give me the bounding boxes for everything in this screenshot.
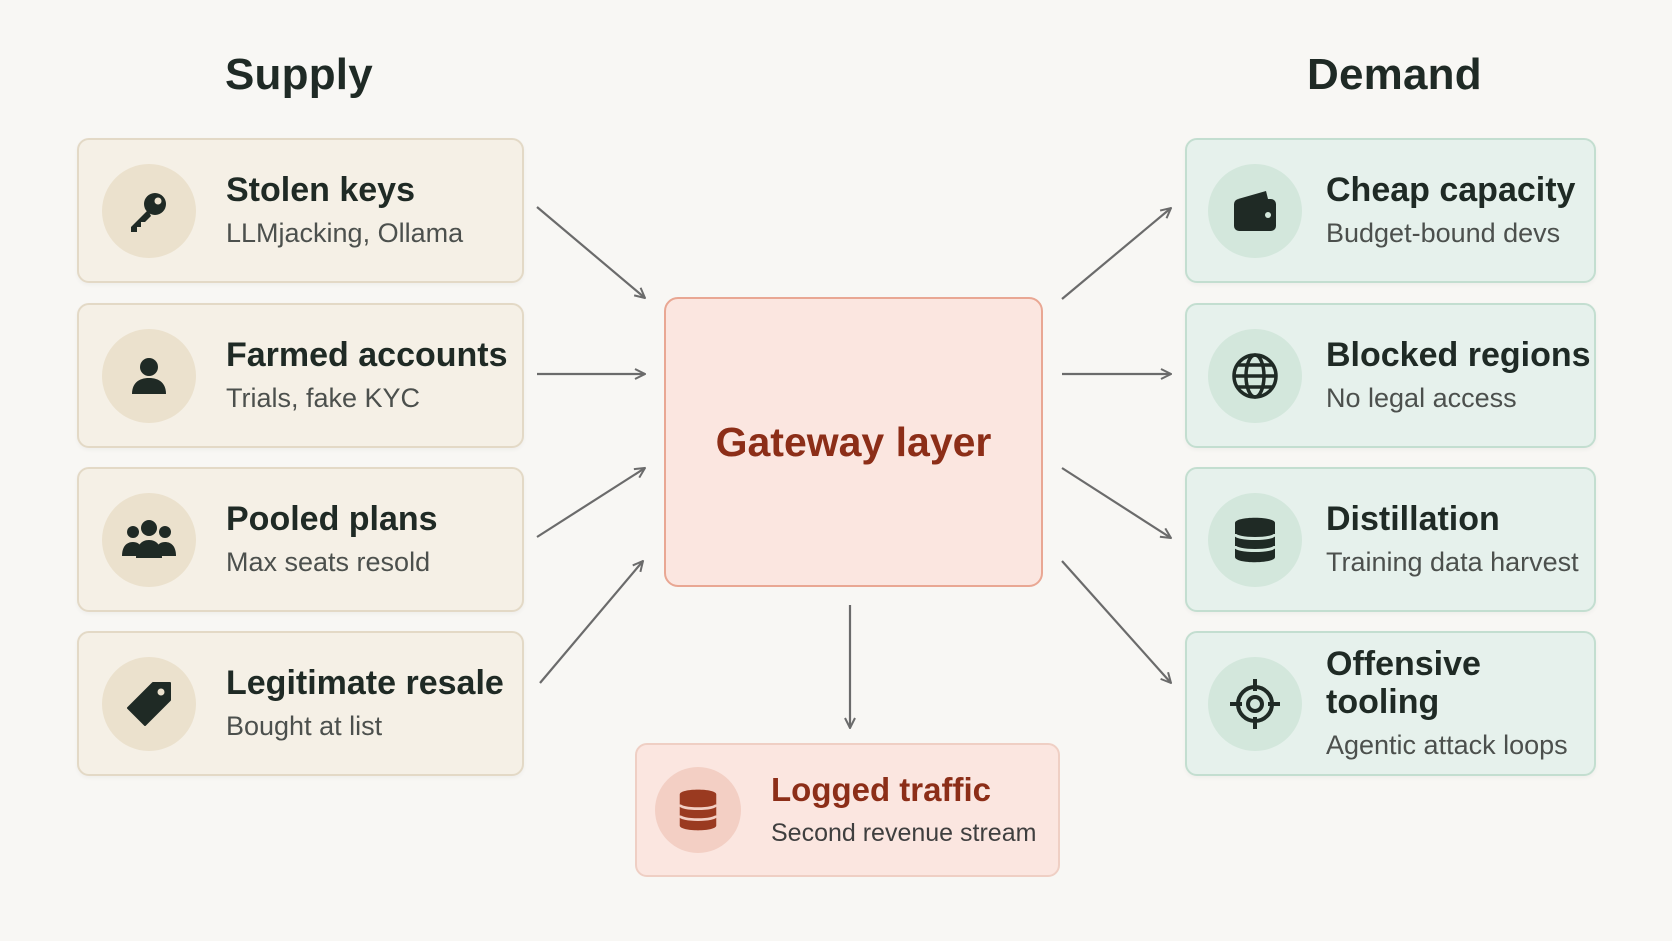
demand-heading: Demand: [1307, 50, 1482, 99]
card-subtitle: No legal access: [1326, 383, 1517, 414]
arrow-supply-3: [536, 468, 645, 538]
group-icon: [102, 492, 196, 587]
supply-card-stolen-keys: Stolen keys LLMjacking, Ollama: [77, 138, 524, 283]
globe-icon: [1208, 328, 1302, 423]
price-tag-icon: [102, 656, 196, 751]
demand-card-offensive-tooling: Offensive tooling Agentic attack loops: [1185, 631, 1596, 776]
arrow-demand-3: [1061, 467, 1171, 538]
card-subtitle: Max seats resold: [226, 547, 431, 578]
supply-card-pooled-plans: Pooled plans Max seats resold: [77, 467, 524, 612]
card-title: Logged traffic: [771, 771, 991, 809]
card-subtitle: Budget-bound devs: [1326, 218, 1561, 249]
key-icon: [102, 163, 196, 258]
arrow-supply-1: [536, 206, 645, 298]
output-card-logged-traffic: Logged traffic Second revenue stream: [635, 743, 1060, 877]
card-title: Farmed accounts: [226, 335, 508, 374]
card-subtitle: Trials, fake KYC: [226, 383, 421, 414]
wallet-icon: [1208, 163, 1302, 258]
card-subtitle: Training data harvest: [1326, 547, 1579, 578]
gateway-label: Gateway layer: [715, 418, 992, 465]
user-icon: [102, 328, 196, 423]
card-title: Cheap capacity: [1326, 170, 1576, 209]
card-title: Distillation: [1326, 499, 1500, 538]
card-title: Pooled plans: [226, 499, 438, 538]
card-subtitle: Agentic attack loops: [1326, 730, 1568, 761]
card-title: Blocked regions: [1326, 335, 1591, 374]
card-title: Legitimate resale: [226, 663, 504, 702]
card-title: Offensive tooling: [1326, 645, 1481, 721]
supply-heading: Supply: [225, 50, 373, 99]
gateway-layer-box: Gateway layer: [664, 297, 1043, 587]
card-subtitle: LLMjacking, Ollama: [226, 218, 464, 249]
arrow-supply-4: [539, 561, 643, 684]
demand-card-blocked-regions: Blocked regions No legal access: [1185, 303, 1596, 448]
arrow-demand-1: [1061, 208, 1171, 300]
supply-card-farmed-accounts: Farmed accounts Trials, fake KYC: [77, 303, 524, 448]
supply-card-legitimate-resale: Legitimate resale Bought at list: [77, 631, 524, 776]
crosshair-icon: [1208, 656, 1302, 751]
database-icon: [655, 767, 741, 853]
database-icon: [1208, 492, 1302, 587]
arrow-demand-4: [1061, 560, 1171, 683]
card-subtitle: Second revenue stream: [771, 819, 1037, 848]
card-title: Stolen keys: [226, 170, 415, 209]
card-subtitle: Bought at list: [226, 711, 383, 742]
demand-card-distillation: Distillation Training data harvest: [1185, 467, 1596, 612]
demand-card-cheap-capacity: Cheap capacity Budget-bound devs: [1185, 138, 1596, 283]
